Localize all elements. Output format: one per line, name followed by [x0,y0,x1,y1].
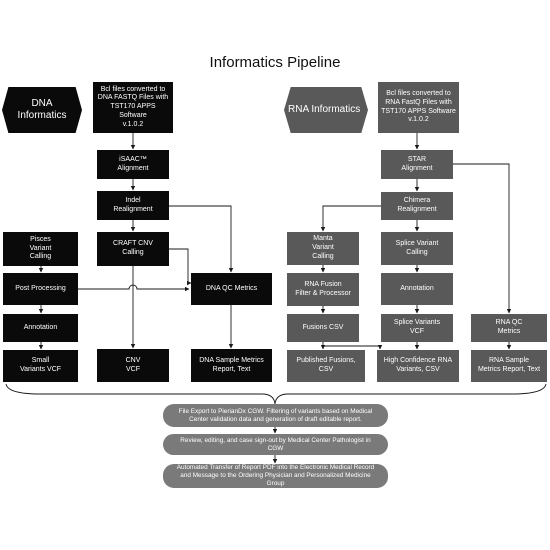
rna-high-confidence-variants-box: High Confidence RNA Variants, CSV [377,350,459,382]
rna-splice-variants-vcf-box: Splice Variants VCF [381,314,453,342]
rna-chimera-realignment-box: Chimera Realignment [381,192,453,220]
dna-small-variants-vcf-box: Small Variants VCF [3,350,78,382]
rna-fusions-csv-box: Fusions CSV [287,314,359,342]
rna-fusion-filter-box: RNA Fusion Filter & Processor [287,273,359,306]
arrow-fusioncsv-to-highconf [323,344,383,350]
rna-bcl-conversion-box: Bcl files converted to RNA FastQ Files w… [378,82,459,133]
diagram-title: Informatics Pipeline [209,54,341,71]
merge-brace [5,383,547,405]
dna-cnv-vcf-box: CNV VCF [97,349,169,382]
rna-informatics-header: RNA Informatics [284,87,368,133]
arrow-craft-to-qc [169,248,192,286]
arrow-chimera-to-manta [320,205,381,232]
dna-sample-metrics-report-box: DNA Sample Metrics Report, Text [191,349,272,382]
rna-manta-variant-calling-box: Manta Variant Calling [287,232,359,265]
cgw-export-step-box: File Export to PierianDx CGW. Filtering … [163,404,388,427]
dna-post-processing-box: Post Processing [3,273,78,305]
rna-sample-metrics-report-box: RNA Sample Metrics Report, Text [471,350,547,382]
arrow-post-to-qc [78,284,190,292]
rna-qc-metrics-box: RNA QC Metrics [471,314,547,342]
dna-pisces-variant-calling-box: Pisces Variant Calling [3,232,78,266]
emr-transfer-step-box: Automated Transfer of Report PDF into th… [163,464,388,488]
dna-informatics-header: DNA Informatics [2,87,82,133]
pathologist-review-step-box: Review, editing, and case sign-out by Me… [163,434,388,455]
dna-bcl-conversion-box: Bcl files converted to DNA FASTQ Files w… [93,82,173,133]
rna-annotation-box: Annotation [381,273,453,305]
dna-indel-realignment-box: Indel Realignment [97,191,169,220]
dna-isaac-alignment-box: iSAAC™ Alignment [97,150,169,179]
dna-annotation-box: Annotation [3,314,78,342]
rna-published-fusions-box: Published Fusions, CSV [287,350,365,382]
rna-splice-variant-calling-box: Splice Variant Calling [381,232,453,265]
arrow-indel-to-qc [169,205,234,273]
dna-craft-cnv-box: CRAFT CNV Calling [97,232,169,266]
rna-star-alignment-box: STAR Alignment [381,150,453,179]
arrow-star-to-qc [453,163,512,314]
dna-qc-metrics-box: DNA QC Metrics [191,273,272,305]
